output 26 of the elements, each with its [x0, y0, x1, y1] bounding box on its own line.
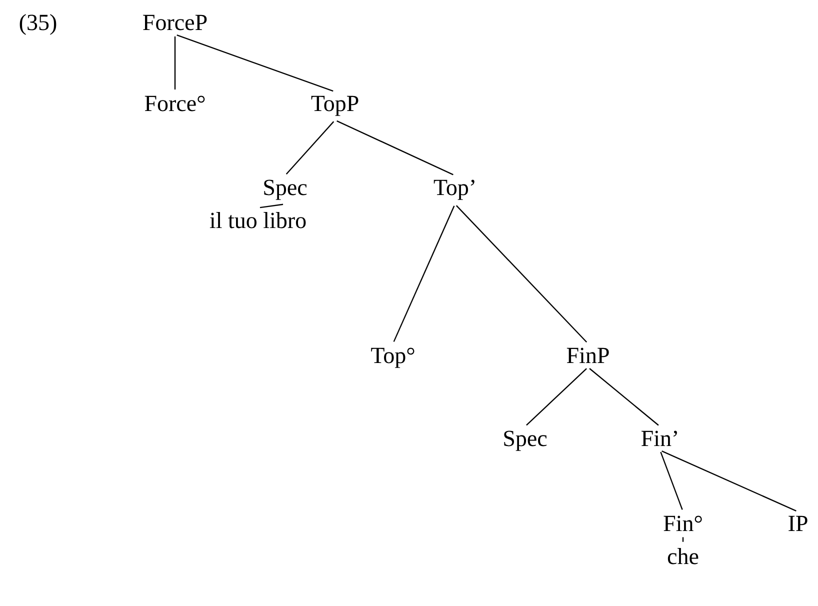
tree-branch: [286, 121, 334, 174]
tree-label: IP: [788, 516, 808, 531]
tree-label: Top°: [371, 348, 414, 368]
tree-label: Top’: [434, 180, 474, 200]
tree-branch: [393, 206, 455, 342]
tree-label: Spec: [264, 180, 307, 200]
tree-branch: [682, 537, 684, 542]
tree-branch: [456, 205, 588, 343]
tree-label: Force°: [144, 96, 205, 112]
tree-branch: [336, 120, 454, 176]
tree-branch: [662, 450, 796, 512]
tree-label: ForceP: [143, 14, 207, 30]
tree-label: FinP: [566, 348, 609, 363]
tree-branch: [526, 368, 587, 426]
tree-branch: [174, 36, 176, 90]
tree-branch: [176, 34, 334, 92]
tree-label: Spec: [504, 430, 547, 451]
example-number: (35): [20, 14, 56, 35]
tree-label: Fin°: [664, 516, 702, 531]
tree-branch: [260, 204, 284, 208]
tree-word: il tuo libro: [210, 212, 306, 228]
tree-label: TopP: [311, 96, 358, 116]
tree-word: che: [668, 548, 698, 564]
tree-branch: [660, 452, 683, 510]
tree-label: Fin’: [642, 430, 677, 446]
tree-branch: [589, 368, 659, 426]
